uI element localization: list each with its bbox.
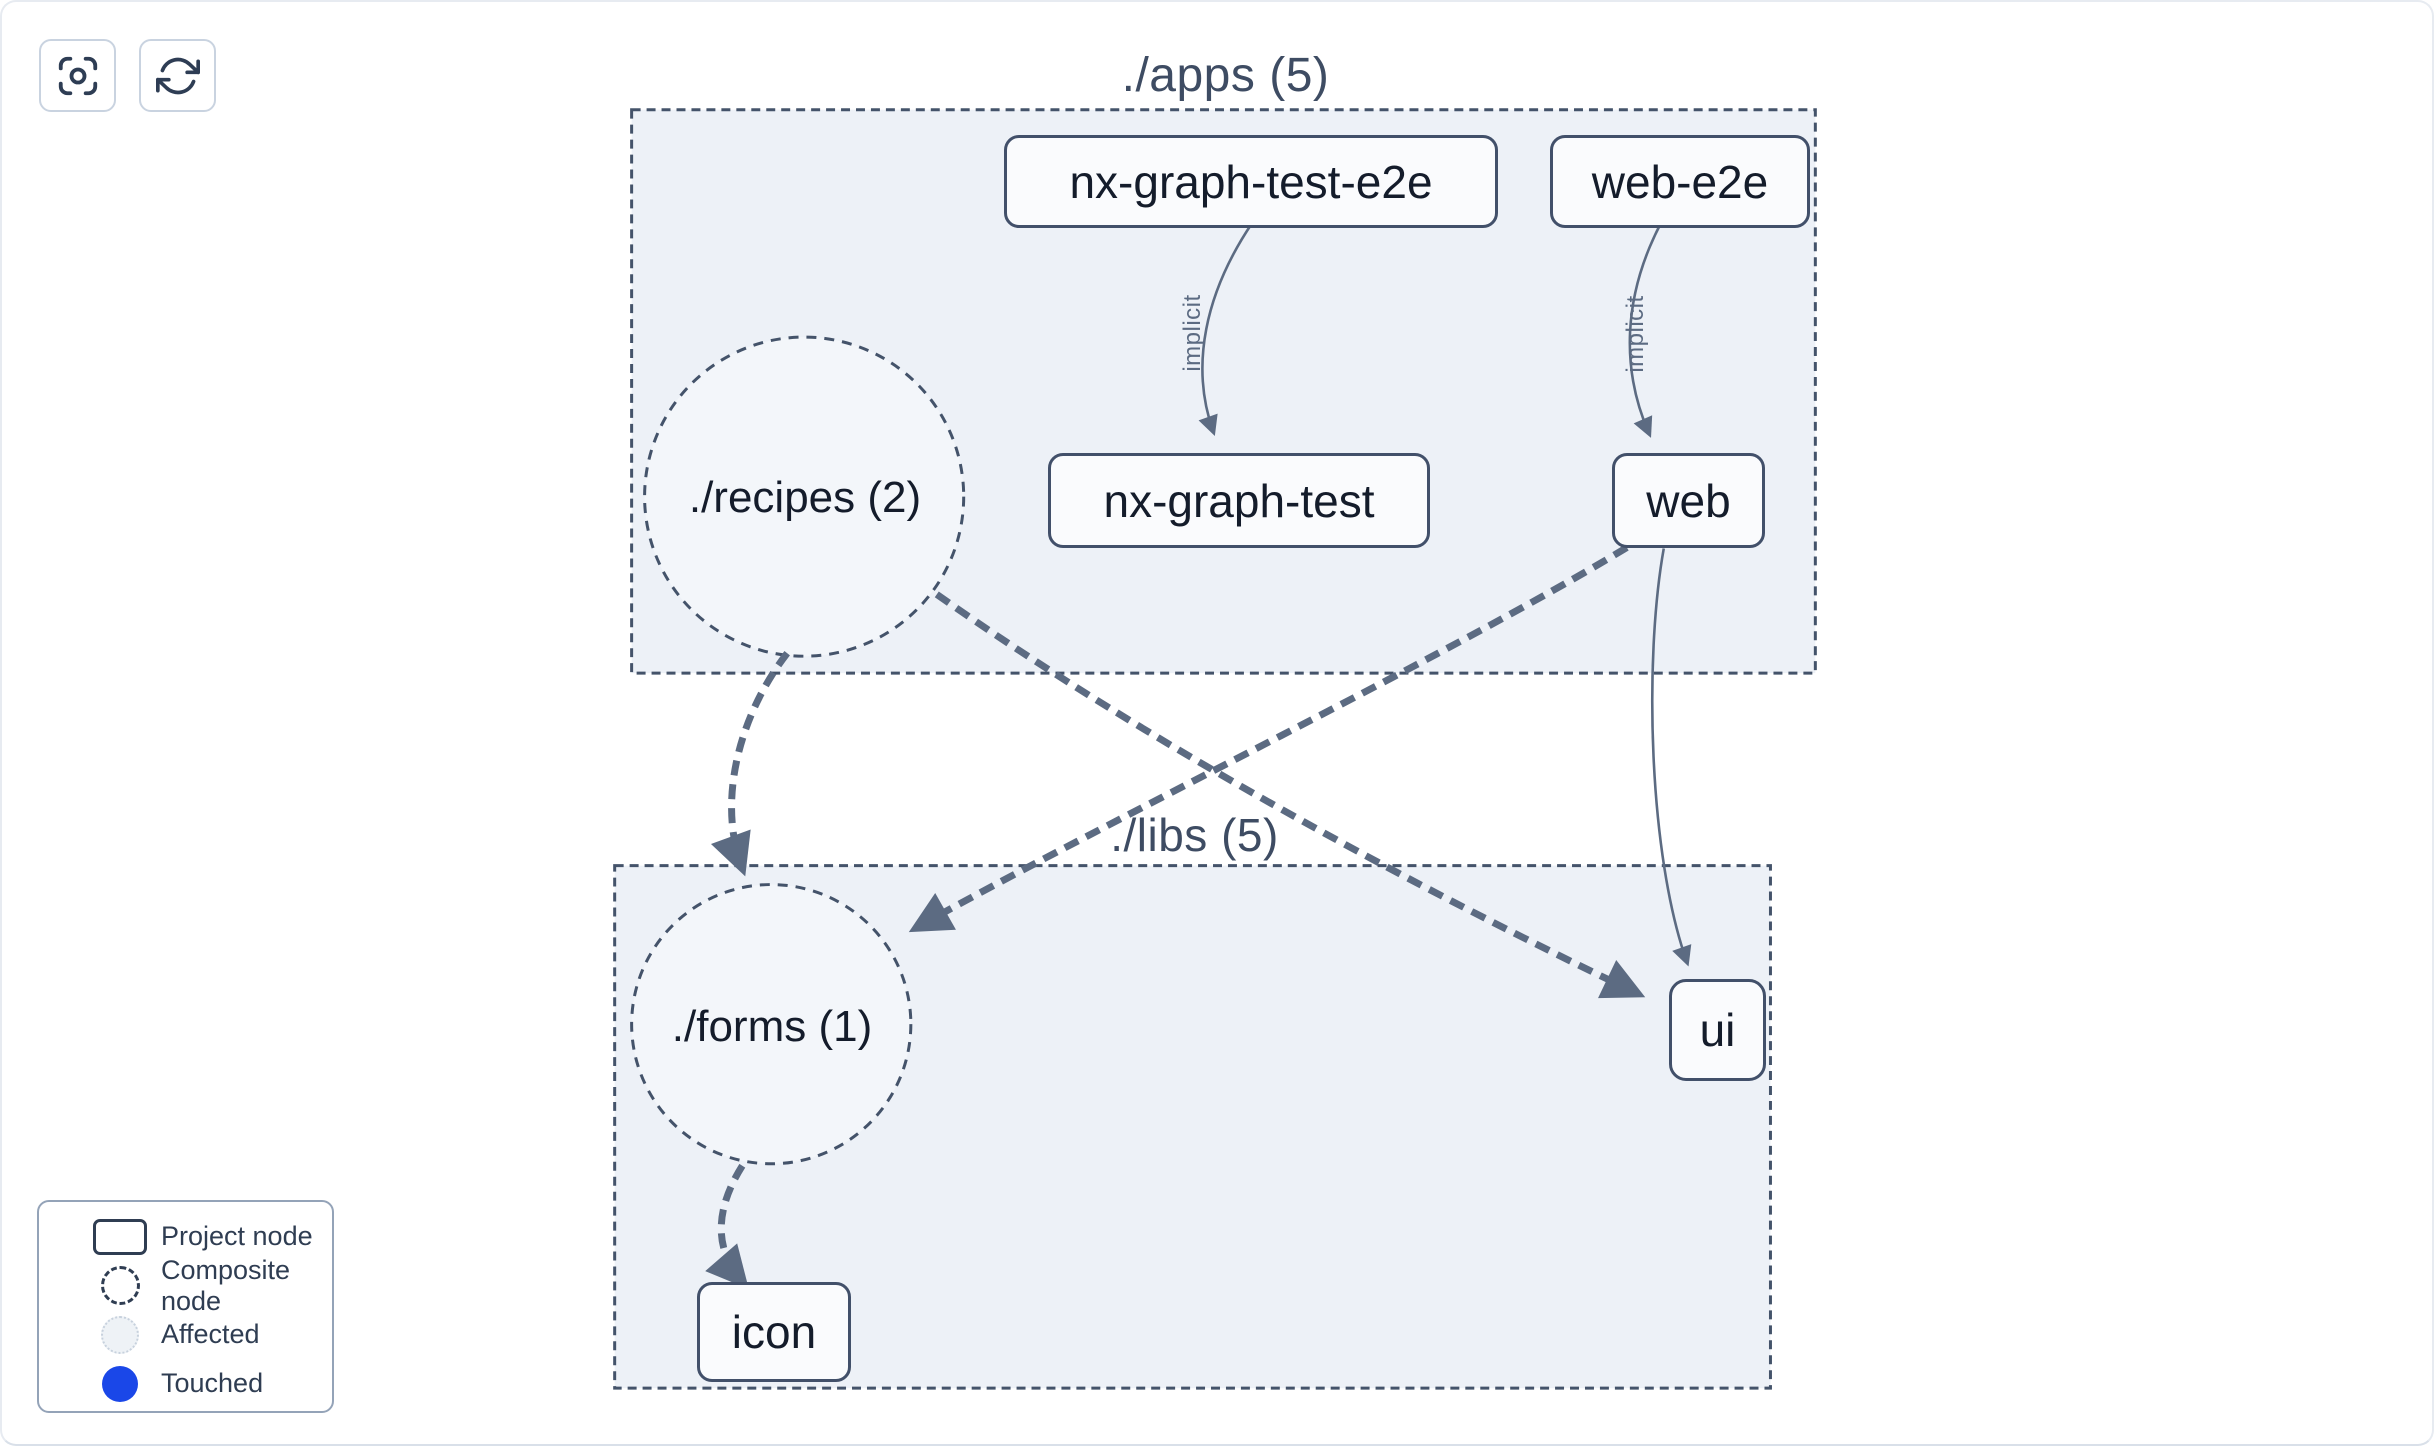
project-node-web-e2e[interactable]: web-e2e (1550, 135, 1810, 228)
project-node-nx-graph-test-e2e[interactable]: nx-graph-test-e2e (1004, 135, 1498, 228)
legend-label: Touched (161, 1368, 264, 1398)
legend-item-touched: Touched (39, 1359, 332, 1408)
legend-item-composite-node: Composite node (39, 1255, 332, 1316)
legend-label: Affected (161, 1319, 260, 1349)
project-node-icon[interactable]: icon (697, 1282, 851, 1382)
composite-label-recipes[interactable]: ./recipes (2) (688, 473, 922, 522)
legend: Project node Composite node Affected Tou… (37, 1200, 334, 1413)
edge-label-implicit-1: implicit (1179, 294, 1206, 372)
edge-recipes-to-ui (934, 591, 1646, 999)
composite-node-forms[interactable] (630, 883, 913, 1166)
legend-item-affected: Affected (39, 1310, 332, 1359)
composite-label-forms[interactable]: ./forms (1) (671, 1002, 873, 1051)
legend-label: Project node (161, 1221, 313, 1251)
apps-group-label: ./apps (5) (1121, 49, 1330, 102)
refresh-graph-button[interactable] (139, 39, 216, 112)
composite-node-recipes[interactable] (643, 335, 966, 658)
project-node-web[interactable]: web (1612, 453, 1765, 548)
center-graph-icon (55, 53, 101, 99)
refresh-icon (155, 54, 200, 98)
edge-web-to-ui (1650, 548, 1692, 967)
center-graph-button[interactable] (39, 39, 116, 112)
project-node-ui[interactable]: ui (1669, 979, 1766, 1081)
edge-label-implicit-2: implicit (1622, 295, 1649, 373)
project-node-nx-graph-test[interactable]: nx-graph-test (1048, 453, 1430, 548)
project-node-swatch-icon (85, 1218, 155, 1255)
libs-group-label: ./libs (5) (1110, 809, 1279, 861)
touched-swatch-icon (85, 1365, 155, 1402)
affected-swatch-icon (85, 1315, 155, 1354)
edge-recipes-to-forms (710, 651, 790, 877)
composite-node-swatch-icon (85, 1266, 155, 1305)
edge-web-e2e-to-web (1628, 222, 1662, 438)
edge-nx-graph-test-e2e-to-nx-graph-test (1198, 222, 1253, 437)
legend-label: Composite node (161, 1254, 291, 1316)
edge-web-to-forms (908, 544, 1629, 933)
legend-item-project-node: Project node (39, 1212, 332, 1261)
